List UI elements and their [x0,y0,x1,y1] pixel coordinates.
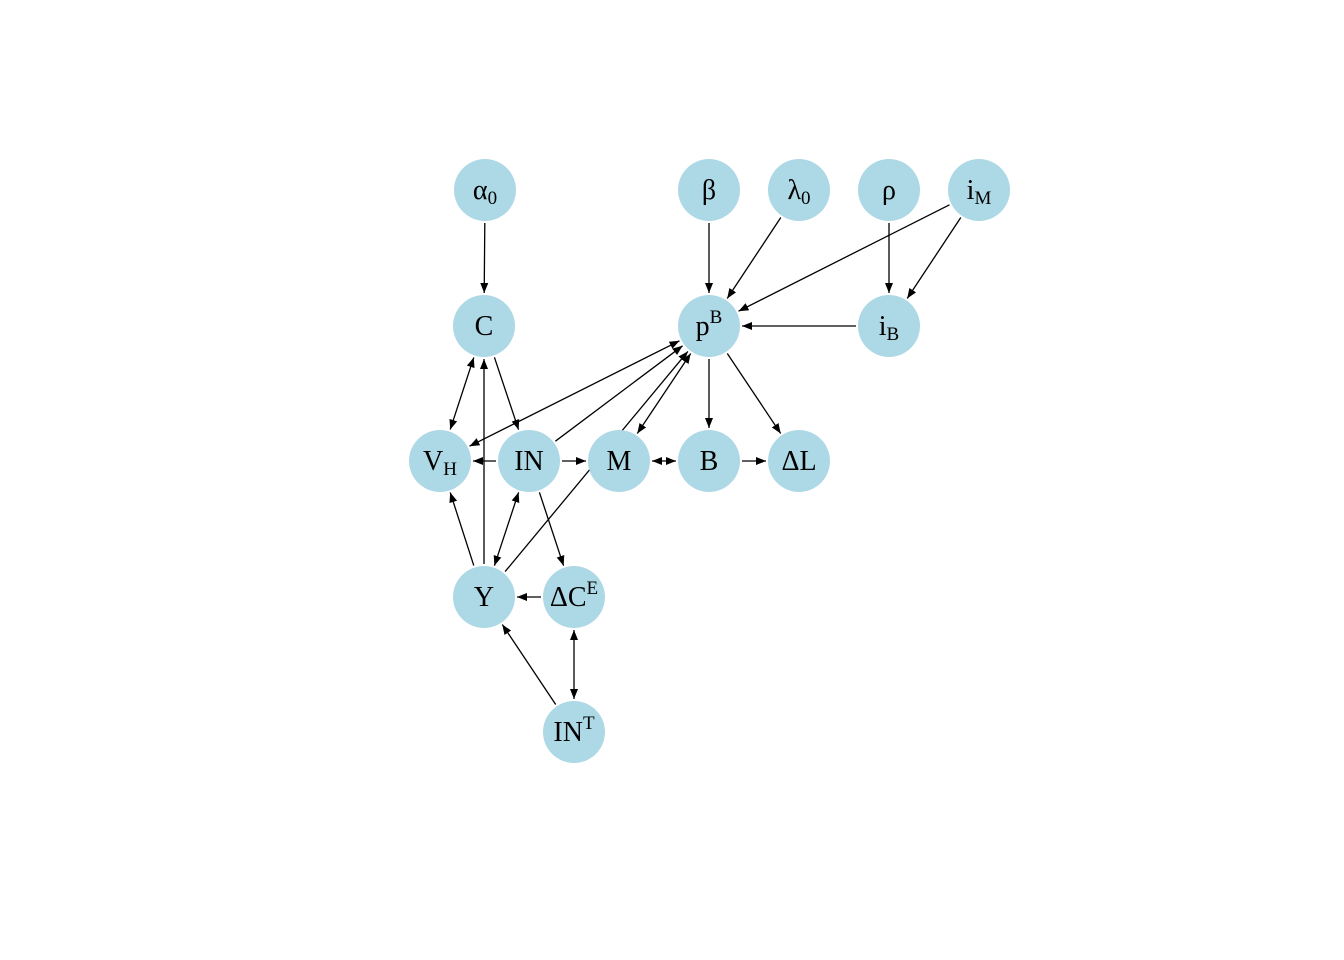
node-C: C [453,295,515,357]
node-iM-base: i [967,175,975,206]
node-beta-label: β [702,175,716,206]
node-alpha0-label: α0 [473,175,497,209]
edge-Y-IN-bidirectional-arrow [493,492,520,566]
node-INT: INT [543,701,605,763]
edge-INT-Y-arrow [501,624,557,705]
node-dCE-circle [543,566,605,628]
node-iB-circle [858,295,920,357]
node-B-base: B [700,446,719,477]
node-alpha0-circle [454,159,516,221]
node-iB: iB [858,295,920,357]
edge-Y-VH-arrow [449,492,475,566]
node-lambda0-base: λ [787,175,801,206]
node-dCE-superscript: E [587,578,599,599]
node-iM-subscript: M [974,188,991,209]
node-dL: ΔL [768,430,830,492]
edge-C-VH-bidirectional-arrow [449,357,475,430]
node-alpha0-base: α [473,175,488,206]
node-beta-circle [678,159,740,221]
edge-iM-pB-arrow [738,204,950,312]
node-INT-base: IN [553,717,583,748]
node-rho: ρ [858,159,920,221]
node-alpha0-subscript: 0 [488,188,498,209]
node-iB-label: iB [879,311,899,345]
node-Y-label: Y [474,582,494,613]
node-VH-subscript: H [443,459,457,480]
node-VH-base: V [423,446,443,477]
node-lambda0-circle [768,159,830,221]
node-rho-label: ρ [882,175,896,206]
node-INT-superscript: T [583,713,595,734]
node-beta-base: β [702,175,716,206]
node-iB-subscript: B [887,324,900,345]
node-IN-base: IN [514,446,544,477]
node-C-circle [453,295,515,357]
node-iM: iM [948,159,1010,221]
node-M-base: M [607,446,632,477]
node-M: M [588,430,650,492]
node-iB-base: i [879,311,887,342]
node-M-circle [588,430,650,492]
edge-iM-iB-arrow [906,217,962,299]
node-Y-circle [453,566,515,628]
node-IN-label: IN [514,446,544,477]
node-pB-circle [678,295,740,357]
node-pB-base: p [696,311,710,342]
node-lambda0-subscript: 0 [801,188,811,209]
edge-IN-dCE-arrow [538,492,565,566]
edge-pB-M-bidirectional-arrow [636,353,692,434]
node-B-circle [678,430,740,492]
node-lambda0: λ0 [768,159,830,221]
node-M-label: M [607,446,632,477]
node-INT-circle [543,701,605,763]
node-lambda0-label: λ0 [787,175,810,209]
node-rho-base: ρ [882,175,896,206]
node-alpha0: α0 [454,159,516,221]
node-rho-circle [858,159,920,221]
node-Y: Y [453,566,515,628]
node-IN-circle [498,430,560,492]
node-VH: VH [409,430,471,492]
node-B: B [678,430,740,492]
node-dL-circle [768,430,830,492]
node-beta: β [678,159,740,221]
node-pB-label: pB [696,307,723,342]
edge-lambda0-pB-arrow [726,217,782,299]
edge-pB-VH-bidirectional-arrow [469,340,680,447]
node-INT-label: INT [553,713,595,748]
node-C-label: C [475,311,494,342]
node-dCE-label: ΔCE [550,578,598,613]
node-B-label: B [700,446,719,477]
node-dL-base: ΔL [781,446,816,477]
edge-C-IN-arrow [493,357,520,430]
node-dCE-base: ΔC [550,582,587,613]
edge-alpha0-C-arrow [480,222,489,294]
node-dL-label: ΔL [781,446,816,477]
node-C-base: C [475,311,494,342]
node-dCE: ΔCE [543,566,605,628]
node-iM-circle [948,159,1010,221]
node-Y-base: Y [474,582,494,613]
node-VH-label: VH [423,446,457,480]
node-pB: pB [678,295,740,357]
node-VH-circle [409,430,471,492]
node-pB-superscript: B [710,307,723,328]
edge-pB-dL-arrow [726,353,782,434]
node-iM-label: iM [967,175,992,209]
node-IN: IN [498,430,560,492]
